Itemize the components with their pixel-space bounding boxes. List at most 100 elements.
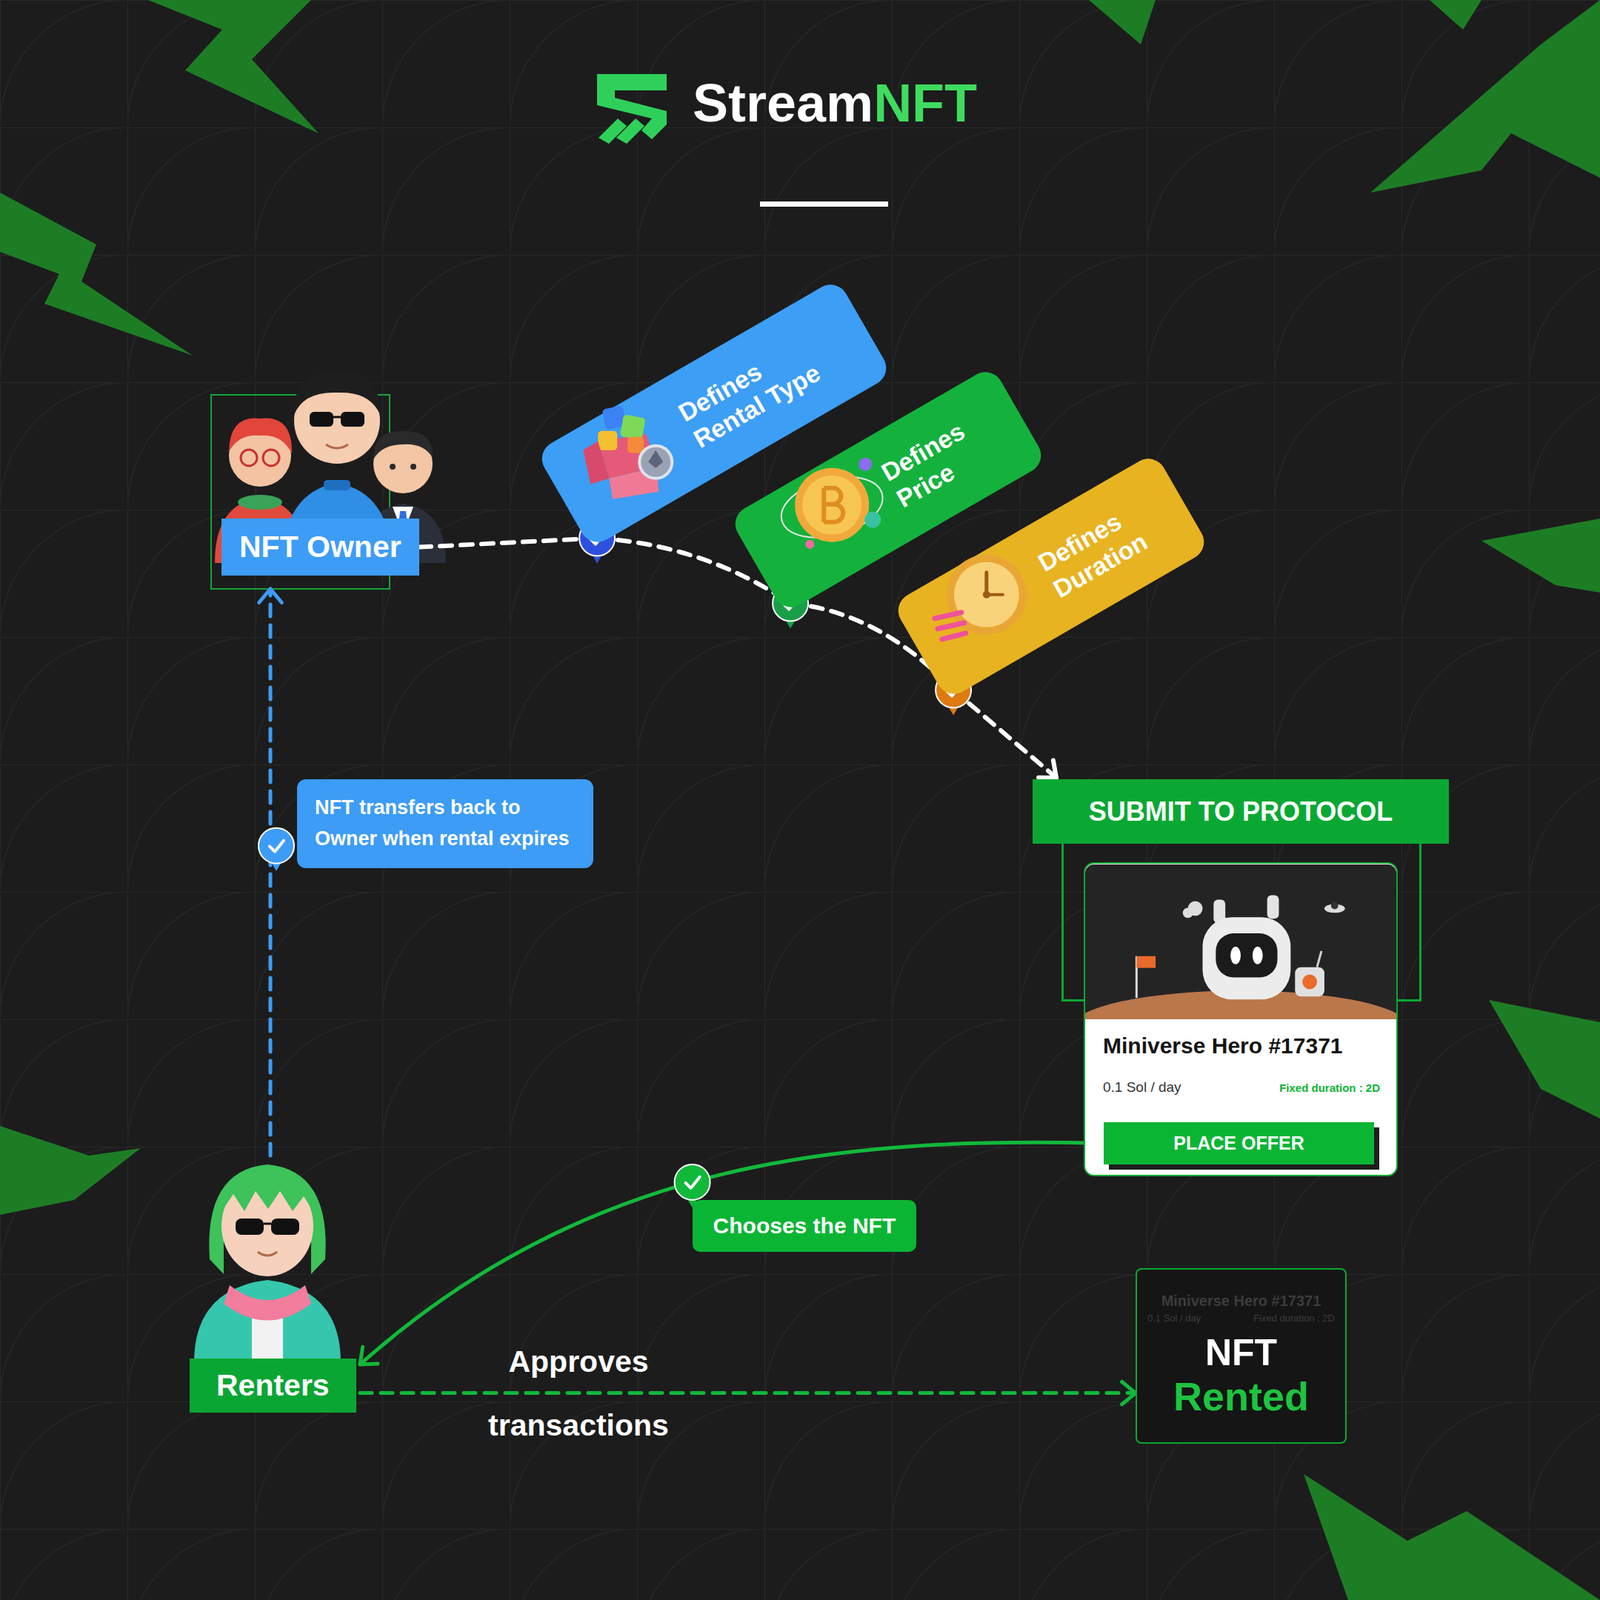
box-icon [620, 414, 646, 440]
check-pin [258, 828, 295, 872]
status-word: NFT [1147, 1332, 1335, 1374]
title-text: StreamNFT [692, 72, 978, 135]
renter-avatar [223, 1285, 312, 1321]
box-icon [627, 437, 644, 454]
owner-avatars [228, 418, 292, 454]
box-icon [639, 445, 672, 479]
box-icon [648, 450, 663, 469]
card-title: Miniverse Hero #17371 [1102, 1031, 1380, 1060]
node-label: Renters [189, 1358, 357, 1413]
robot-illustration [1267, 895, 1280, 920]
card-meta-row: 0.1 Sol / dayFixed duration : 2D [1102, 1079, 1380, 1096]
robot-illustration [1182, 907, 1194, 918]
robot-illustration [1252, 946, 1263, 965]
robot-illustration [1294, 967, 1325, 998]
clock-icon [928, 541, 1040, 653]
owner-avatars [410, 463, 417, 470]
title-holder: StreamNFT [692, 72, 978, 135]
faded-text: 0.1 Sol / day [1147, 1312, 1201, 1324]
label-holder: Approves transactions [445, 1329, 712, 1458]
owner-avatars [333, 416, 341, 419]
robot-illustration [1215, 933, 1278, 978]
edge-label: Approves transactions [445, 1329, 712, 1458]
connector [268, 588, 273, 1156]
arrow-head [1038, 760, 1057, 778]
robot-illustration [1230, 946, 1241, 965]
arrow-head [259, 588, 283, 603]
edge-callout: NFT transfers back to Owner when rental … [297, 779, 594, 869]
connector [419, 538, 598, 548]
robot-illustration [1302, 974, 1318, 990]
renter-avatar [257, 1251, 278, 1256]
box-icon [575, 397, 680, 501]
owner-avatars [309, 411, 334, 427]
renter-avatar [194, 1164, 341, 1363]
node-label: NFT Owner [221, 518, 420, 576]
status-word: Rented [1147, 1373, 1335, 1420]
renters-node: Renters [189, 1155, 360, 1418]
lightning-decor [1303, 1474, 1600, 1600]
title-underline [760, 201, 889, 207]
lightning-decor [1481, 518, 1600, 593]
clock-icon [937, 622, 965, 629]
clock-icon [954, 562, 1020, 628]
owner-avatars [294, 370, 380, 415]
coin-icon [823, 488, 843, 523]
faded-text: Fixed duration : 2D [1253, 1312, 1335, 1324]
box-icon [597, 431, 618, 451]
owner-avatars [340, 411, 365, 427]
robot-illustration [1136, 956, 1156, 969]
band-label: Defines Rental Type [673, 322, 843, 455]
check-pin [258, 828, 295, 864]
coin-icon [774, 466, 890, 549]
button-label: PLACE OFFER [1173, 1132, 1304, 1155]
clock-icon [942, 633, 966, 640]
faded-row: 0.1 Sol / day Fixed duration : 2D [1147, 1312, 1335, 1324]
renter-avatar [219, 1170, 316, 1215]
lightning-decor [0, 192, 193, 356]
arrow-head [360, 1346, 378, 1365]
clock-icon [982, 591, 991, 599]
arrow-head [1122, 1381, 1136, 1405]
robot-illustration [1317, 951, 1322, 968]
lightning-decor [1370, 0, 1600, 193]
connector [360, 1391, 1136, 1395]
check-pin [269, 840, 284, 852]
protocol-panel: SUBMIT TO PROTOCOL Miniverse Hero #17371… [1032, 779, 1449, 1186]
owner-avatars [323, 480, 351, 491]
renter-avatar [263, 1222, 272, 1226]
band-label: Defines Duration [1032, 479, 1189, 605]
robot-illustration [1085, 864, 1397, 1019]
coin-icon [858, 457, 872, 472]
coin-icon [802, 475, 862, 535]
owner-node: NFT Owner [211, 394, 420, 589]
renter-avatar [235, 1218, 264, 1235]
lightning-decor [1429, 0, 1482, 30]
coin-icon [805, 540, 815, 549]
edge-callout: Chooses the NFT [692, 1200, 918, 1252]
renter-avatar [194, 1280, 341, 1363]
box-icon [582, 441, 609, 485]
owner-avatars [373, 431, 433, 460]
rented-box: Miniverse Hero #17371 0.1 Sol / day Fixed … [1135, 1268, 1347, 1444]
faded-title: Miniverse Hero #17371 [1147, 1292, 1335, 1310]
lightning-decor [148, 0, 319, 134]
owner-avatars [325, 444, 349, 449]
lightning-decor [1488, 1000, 1600, 1119]
check-pin [674, 1164, 711, 1200]
check-pin [685, 1177, 700, 1189]
owner-avatars [240, 449, 258, 466]
coin-icon [794, 468, 869, 543]
duration-text: Fixed duration : 2D [1279, 1081, 1380, 1095]
logo-icon [597, 74, 667, 144]
coin-icon [776, 449, 888, 561]
connector [360, 1142, 1104, 1365]
offer-button: PLACE OFFER [1103, 1122, 1375, 1165]
coin-icon [864, 511, 881, 529]
logo-icon [598, 118, 627, 144]
robot-illustration [1085, 879, 1397, 1019]
owner-avatars [389, 463, 396, 470]
